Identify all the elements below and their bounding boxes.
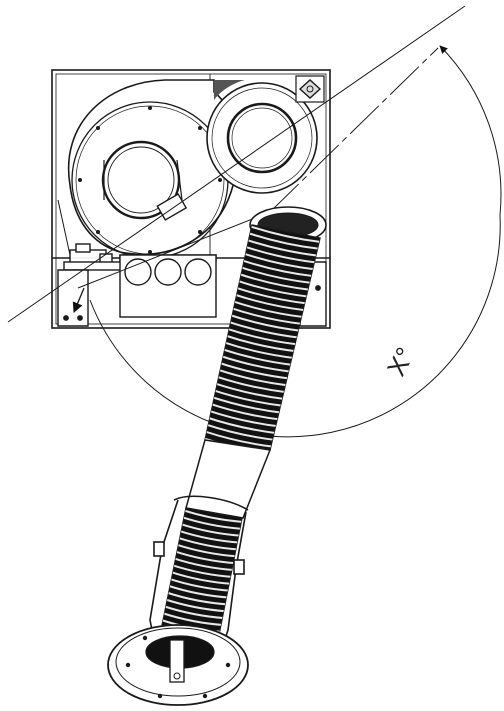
hose-rib	[215, 368, 291, 387]
hose-rib	[246, 231, 320, 250]
filter-core	[226, 102, 298, 174]
hose-rib	[220, 347, 296, 367]
hose-rib	[208, 402, 283, 421]
swing-arc-lower	[89, 214, 501, 438]
filter-hatch	[214, 80, 245, 100]
outlet-2	[154, 258, 182, 286]
hose-rib	[214, 375, 289, 394]
fan-inlet-clip	[103, 159, 183, 201]
hose-rib	[226, 320, 302, 339]
hose-rib	[173, 550, 237, 565]
hose-rib	[164, 598, 228, 613]
hose-rib	[178, 522, 242, 537]
corner-bracket	[295, 75, 325, 103]
filter-core-inner	[231, 107, 293, 169]
hose-rib	[240, 258, 315, 278]
hose-rib	[221, 340, 297, 360]
fan-housing	[67, 79, 239, 259]
hose-rib	[174, 543, 239, 558]
hose-rib	[232, 293, 308, 312]
hose-rib	[209, 395, 285, 414]
hose-rib	[224, 327, 300, 346]
angle-construction	[7, 5, 502, 438]
hose-rib	[237, 272, 312, 291]
hose-rib	[217, 361, 292, 380]
hood-inner-rim	[115, 627, 241, 697]
hose-rib	[244, 238, 320, 257]
outlet-3	[184, 258, 212, 286]
fan-bolts	[78, 106, 222, 254]
hose-rib	[176, 536, 240, 551]
motor-cable	[57, 199, 71, 256]
hose-rib	[211, 388, 286, 408]
hose-rib	[181, 508, 242, 524]
hose-rib	[243, 245, 318, 264]
hose-rib	[205, 422, 279, 442]
hose-lower-ribs	[155, 508, 242, 668]
hose-axis-extension	[269, 47, 439, 213]
hose-rib	[170, 563, 235, 579]
outlet-1	[124, 258, 152, 286]
hose-rib	[166, 584, 230, 599]
foot-left	[57, 269, 89, 327]
filter-ring	[211, 87, 313, 189]
hose-rib	[238, 265, 314, 285]
hood-handle	[169, 639, 185, 683]
hose-rib	[206, 409, 282, 428]
hose-rib	[162, 605, 226, 620]
hose-rib	[165, 591, 229, 606]
angle-label: X°	[381, 342, 421, 381]
hose-rib	[234, 286, 309, 305]
hose-rib	[231, 299, 306, 319]
hose-rib	[227, 313, 303, 332]
hose-rib	[247, 225, 320, 244]
hose-rib	[235, 279, 311, 298]
hose-rib	[180, 515, 242, 530]
hose-rib	[177, 529, 241, 544]
hose-rib	[161, 611, 225, 627]
hose-rib	[212, 381, 288, 401]
fan-inlet-inner	[107, 146, 175, 214]
hose-rib	[205, 429, 277, 449]
hose-rib	[229, 306, 305, 326]
hose-rib	[205, 416, 280, 435]
pivot-arrow	[72, 287, 85, 313]
motor-cap	[75, 243, 91, 253]
hose-rib	[168, 577, 232, 592]
hose-axis-line	[77, 217, 256, 289]
hose-upper	[204, 206, 327, 451]
hose-rib	[169, 570, 233, 585]
hood-bolts	[125, 635, 231, 699]
hose-rib	[172, 556, 236, 572]
hose-rib	[218, 354, 294, 373]
reference-axis-line	[7, 5, 466, 323]
hose-middle-tube	[185, 439, 272, 519]
capture-hood	[107, 624, 249, 706]
hose-rib	[241, 252, 317, 271]
hose-rib	[223, 334, 299, 353]
hose-upper-ribs	[205, 225, 320, 450]
swing-arc-upper	[439, 45, 502, 216]
